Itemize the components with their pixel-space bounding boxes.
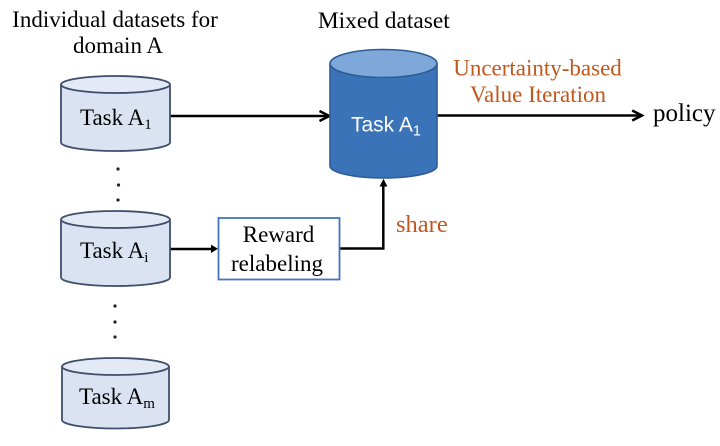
svg-text:Task A1: Task A1 <box>80 105 152 133</box>
svg-text:policy: policy <box>653 100 716 127</box>
svg-text:Task Am: Task Am <box>79 384 155 412</box>
svg-text:relabeling: relabeling <box>231 251 323 276</box>
svg-text:Task Ai: Task Ai <box>80 238 148 266</box>
svg-text:Mixed dataset: Mixed dataset <box>318 8 450 34</box>
svg-text:share: share <box>396 211 448 238</box>
svg-text:Reward: Reward <box>243 222 315 247</box>
svg-text:Value Iteration: Value Iteration <box>470 82 607 107</box>
svg-text:domain A: domain A <box>73 33 163 58</box>
svg-text:Individual datasets for: Individual datasets for <box>12 7 218 32</box>
svg-text:Task A1: Task A1 <box>351 114 421 140</box>
svg-text:Uncertainty-based: Uncertainty-based <box>453 56 622 81</box>
